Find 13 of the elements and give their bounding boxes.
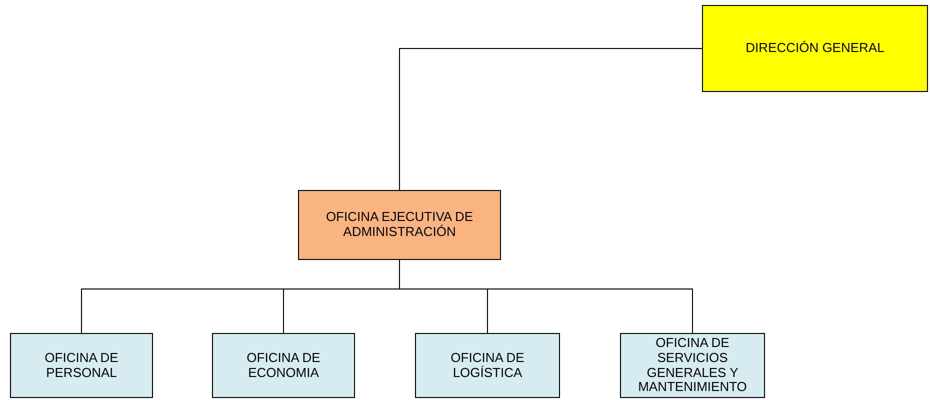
box-label: OFICINA DE ECONOMIA bbox=[246, 350, 322, 380]
box-label: OFICINA DE LOGÍSTICA bbox=[450, 350, 526, 380]
org-box bbox=[415, 333, 560, 398]
connector-line bbox=[399, 48, 702, 190]
box-label: OFICINA DE PERSONAL bbox=[44, 350, 120, 380]
org-box bbox=[212, 333, 355, 398]
org-box bbox=[620, 333, 765, 398]
box-label: OFICINA DE SERVICIOS GENERALES Y MANTENIMIENTO bbox=[637, 336, 748, 396]
org-box bbox=[10, 333, 153, 398]
box-label: DIRECCIÓN GENERAL bbox=[746, 41, 884, 56]
org-box bbox=[298, 190, 501, 260]
org-box bbox=[702, 5, 928, 92]
box-label: OFICINA EJECUTIVA DE ADMINISTRACIÓN bbox=[324, 210, 474, 240]
